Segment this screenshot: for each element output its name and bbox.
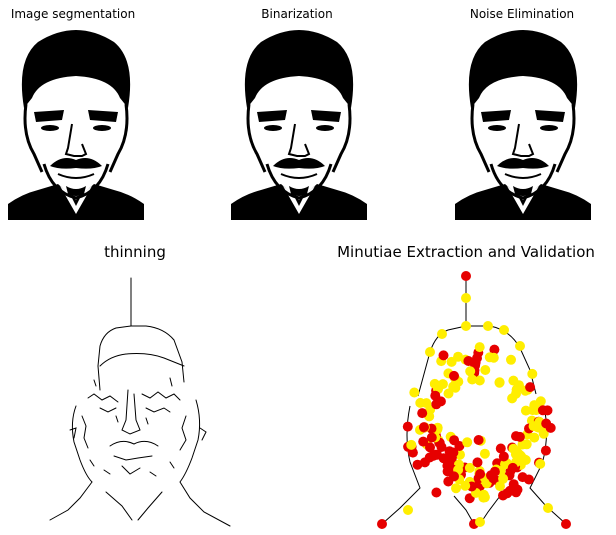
minutia-point-yellow [507, 393, 517, 403]
minutia-point-red [431, 399, 441, 409]
minutia-point-yellow [495, 377, 505, 387]
minutia-point-red [418, 437, 428, 447]
minutia-point-yellow [462, 437, 472, 447]
minutia-point-yellow [475, 342, 485, 352]
minutia-point-red [413, 460, 423, 470]
minutia-point-red [449, 371, 459, 381]
minutia-point-red [513, 485, 523, 495]
minutia-point-yellow [529, 400, 539, 410]
minutia-point-red [427, 433, 437, 443]
minutia-point-red [546, 423, 556, 433]
noise-eliminated-face-image [455, 24, 591, 220]
minutia-point-yellow [499, 325, 509, 335]
minutia-point-yellow [437, 329, 447, 339]
minutia-point-yellow [425, 347, 435, 357]
minutia-point-yellow [438, 379, 448, 389]
title-binarization: Binarization [261, 7, 332, 21]
minutia-point-yellow [444, 389, 454, 399]
minutia-point-yellow [480, 365, 490, 375]
binarized-face-image [231, 24, 367, 220]
minutia-point-yellow [406, 440, 416, 450]
minutia-point-yellow [480, 492, 490, 502]
minutia-point-yellow [409, 388, 419, 398]
minutia-point-yellow [485, 352, 495, 362]
minutia-point-yellow [515, 341, 525, 351]
minutia-point-yellow [527, 369, 537, 379]
minutia-point-red [403, 422, 413, 432]
minutia-point-red [518, 472, 528, 482]
minutia-point-yellow [461, 321, 471, 331]
minutia-point-yellow [543, 503, 553, 513]
minutia-point-yellow [403, 505, 413, 515]
minutia-point-red [511, 431, 521, 441]
minutia-point-red [431, 488, 441, 498]
minutia-point-yellow [512, 385, 522, 395]
minutia-point-red [561, 519, 571, 529]
title-minutiae-extraction: Minutiae Extraction and Validation [337, 243, 595, 261]
minutia-point-yellow [475, 517, 485, 527]
minutia-point-red [430, 391, 440, 401]
minutia-point-red [443, 466, 453, 476]
minutia-point-red [502, 488, 512, 498]
minutia-point-red [419, 422, 429, 432]
minutia-point-yellow [535, 459, 545, 469]
minutia-point-red [428, 451, 438, 461]
minutiae-face-image [370, 266, 584, 532]
minutia-point-yellow [480, 449, 490, 459]
minutia-point-yellow [475, 376, 485, 386]
title-thinning: thinning [104, 243, 166, 261]
minutia-point-yellow [521, 455, 531, 465]
title-image-segmentation: Image segmentation [11, 7, 135, 21]
minutia-point-yellow [461, 293, 471, 303]
minutia-point-red [541, 446, 551, 456]
minutia-point-red [473, 457, 483, 467]
minutia-point-yellow [483, 321, 493, 331]
minutia-point-yellow [511, 449, 521, 459]
minutia-point-red [439, 350, 449, 360]
minutia-point-yellow [453, 352, 463, 362]
minutia-point-yellow [498, 474, 508, 484]
minutia-point-yellow [508, 376, 518, 386]
segmented-face-image [8, 24, 144, 220]
minutia-point-red [496, 444, 506, 454]
thinned-face-image [30, 270, 240, 532]
minutia-point-red [508, 463, 518, 473]
minutia-point-yellow [506, 355, 516, 365]
minutia-point-red [486, 470, 496, 480]
minutia-point-yellow [451, 483, 461, 493]
minutia-point-red [461, 271, 471, 281]
title-noise-elimination: Noise Elimination [470, 7, 574, 21]
minutia-point-red [475, 469, 485, 479]
minutia-point-red [538, 405, 548, 415]
minutia-point-red [449, 435, 459, 445]
minutia-point-red [471, 358, 481, 368]
minutia-point-yellow [415, 398, 425, 408]
minutia-point-yellow [465, 366, 475, 376]
minutia-point-yellow [529, 433, 539, 443]
minutia-point-red [417, 408, 427, 418]
minutia-point-red [377, 519, 387, 529]
minutia-point-red [474, 435, 484, 445]
minutia-point-red [448, 448, 458, 458]
minutia-point-red [525, 382, 535, 392]
minutia-point-yellow [460, 481, 470, 491]
